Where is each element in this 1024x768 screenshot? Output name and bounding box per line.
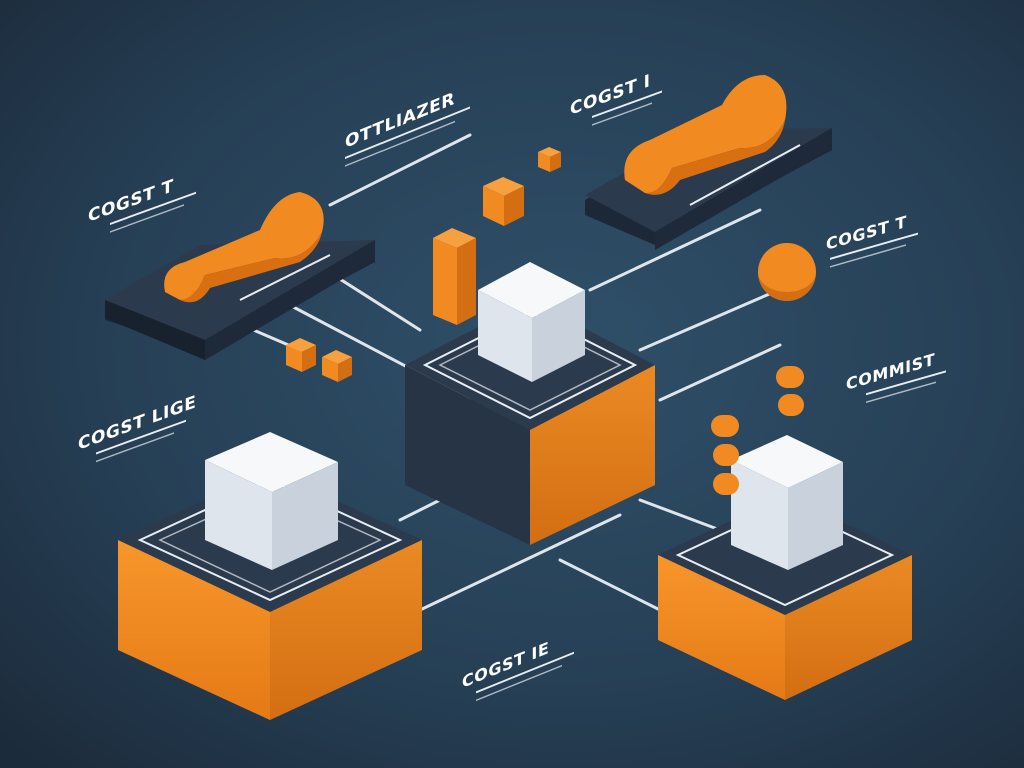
orange-spheres [711, 243, 816, 495]
floating-cubes [286, 147, 561, 382]
handle-tablet-right [585, 75, 832, 250]
bottom-right-block [658, 435, 912, 700]
handle-tablet-left [105, 192, 375, 360]
bottom-left-block [118, 432, 422, 720]
center-block [405, 262, 655, 545]
